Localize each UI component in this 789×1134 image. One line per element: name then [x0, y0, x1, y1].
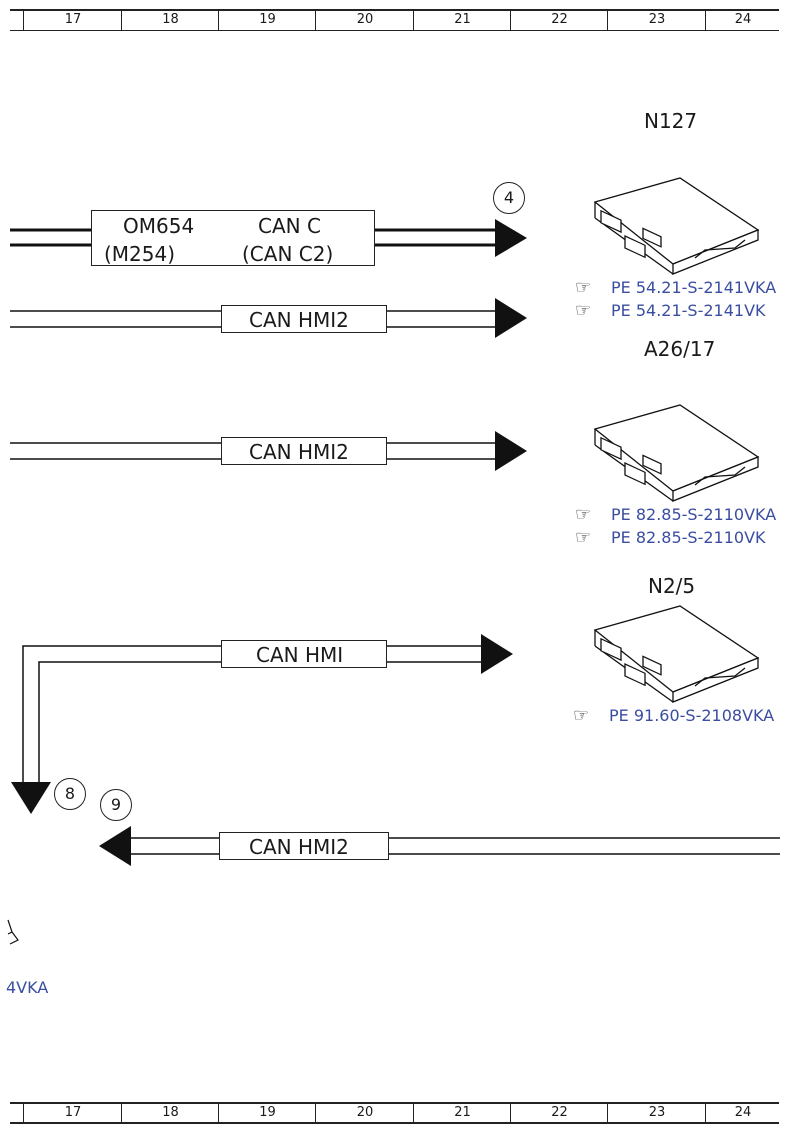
- ruler-col-17: 17: [23, 1102, 122, 1124]
- ruler-col-18: 18: [121, 9, 219, 31]
- can-c-label: CAN C: [258, 214, 321, 238]
- can-hmi-arrow-right: [481, 634, 513, 674]
- can-c2-label: (CAN C2): [242, 242, 334, 266]
- can-hmi2-arrow-bottom: [99, 826, 131, 866]
- can-hmi-label: CAN HMI: [256, 643, 344, 667]
- ref-link-n127-2[interactable]: ☞ PE 54.21-S-2141VK: [575, 300, 766, 321]
- ref-text: PE 91.60-S-2108VKA: [609, 706, 775, 725]
- connector-8[interactable]: 8: [54, 778, 86, 810]
- pointing-hand-icon: ☞: [575, 504, 592, 525]
- can-hmi2-label-n127: CAN HMI2: [249, 308, 349, 332]
- can-hmi2-arrow-n127: [495, 298, 527, 338]
- can-hmi2-label-a26: CAN HMI2: [249, 440, 349, 464]
- ref-link-a26-2[interactable]: ☞ PE 82.85-S-2110VK: [575, 527, 766, 548]
- can-hmi2-box-n127: [221, 305, 387, 333]
- can-hmi-arrow-down: [11, 782, 51, 814]
- can-hmi-box: [221, 640, 387, 668]
- can-hmi2-box-a26: [221, 437, 387, 465]
- ref-text: PE 54.21-S-2141VKA: [611, 278, 777, 297]
- ref-text: PE 54.21-S-2141VK: [611, 301, 766, 320]
- ecu-module-icon: [593, 177, 760, 703]
- partial-component-edge: [7, 919, 19, 945]
- ruler-col-19: 19: [218, 1102, 316, 1124]
- ruler-col-24: 24: [705, 1102, 780, 1124]
- component-label-n127: N127: [644, 109, 698, 133]
- ruler-col-21: 21: [413, 9, 511, 31]
- can-hmi2-label-bottom: CAN HMI2: [249, 835, 349, 859]
- ref-link-n127-1[interactable]: ☞ PE 54.21-S-2141VKA: [575, 277, 776, 298]
- ref-link-n2-5[interactable]: ☞ PE 91.60-S-2108VKA: [573, 705, 774, 726]
- ruler-col-21: 21: [413, 1102, 511, 1124]
- ruler-col-23: 23: [607, 1102, 706, 1124]
- om654-label: OM654: [123, 214, 195, 238]
- ref-text: PE 82.85-S-2110VKA: [611, 505, 777, 524]
- component-label-n2-5: N2/5: [648, 574, 696, 598]
- can-hmi2-box-bottom: [219, 832, 389, 860]
- connector-4[interactable]: 4: [493, 182, 525, 214]
- can-hmi2-arrow-a26: [495, 431, 527, 471]
- ruler-col-18: 18: [121, 1102, 219, 1124]
- m254-label: (M254): [104, 242, 176, 266]
- ruler-col-22: 22: [510, 9, 608, 31]
- ruler-col-17: 17: [23, 9, 122, 31]
- ruler-col-20: 20: [315, 9, 414, 31]
- bottom-column-ruler: 17 18 19 20 21 22 23 24: [10, 1102, 779, 1124]
- pointing-hand-icon: ☞: [573, 705, 590, 726]
- om654-can-c-box: [91, 210, 375, 266]
- ref-text: PE 82.85-S-2110VK: [611, 528, 766, 547]
- ruler-col-24: 24: [705, 9, 780, 31]
- top-column-ruler: 17 18 19 20 21 22 23 24: [10, 9, 779, 31]
- ruler-col-20: 20: [315, 1102, 414, 1124]
- connector-9[interactable]: 9: [100, 789, 132, 821]
- ruler-col-23: 23: [607, 9, 706, 31]
- ruler-col-19: 19: [218, 9, 316, 31]
- pointing-hand-icon: ☞: [575, 300, 592, 321]
- pointing-hand-icon: ☞: [575, 527, 592, 548]
- ruler-col-22: 22: [510, 1102, 608, 1124]
- pointing-hand-icon: ☞: [575, 277, 592, 298]
- ref-link-a26-1[interactable]: ☞ PE 82.85-S-2110VKA: [575, 504, 776, 525]
- component-label-a26-17: A26/17: [644, 337, 716, 361]
- partial-ref-fragment[interactable]: 4VKA: [6, 978, 49, 997]
- can-c-arrow: [495, 219, 527, 257]
